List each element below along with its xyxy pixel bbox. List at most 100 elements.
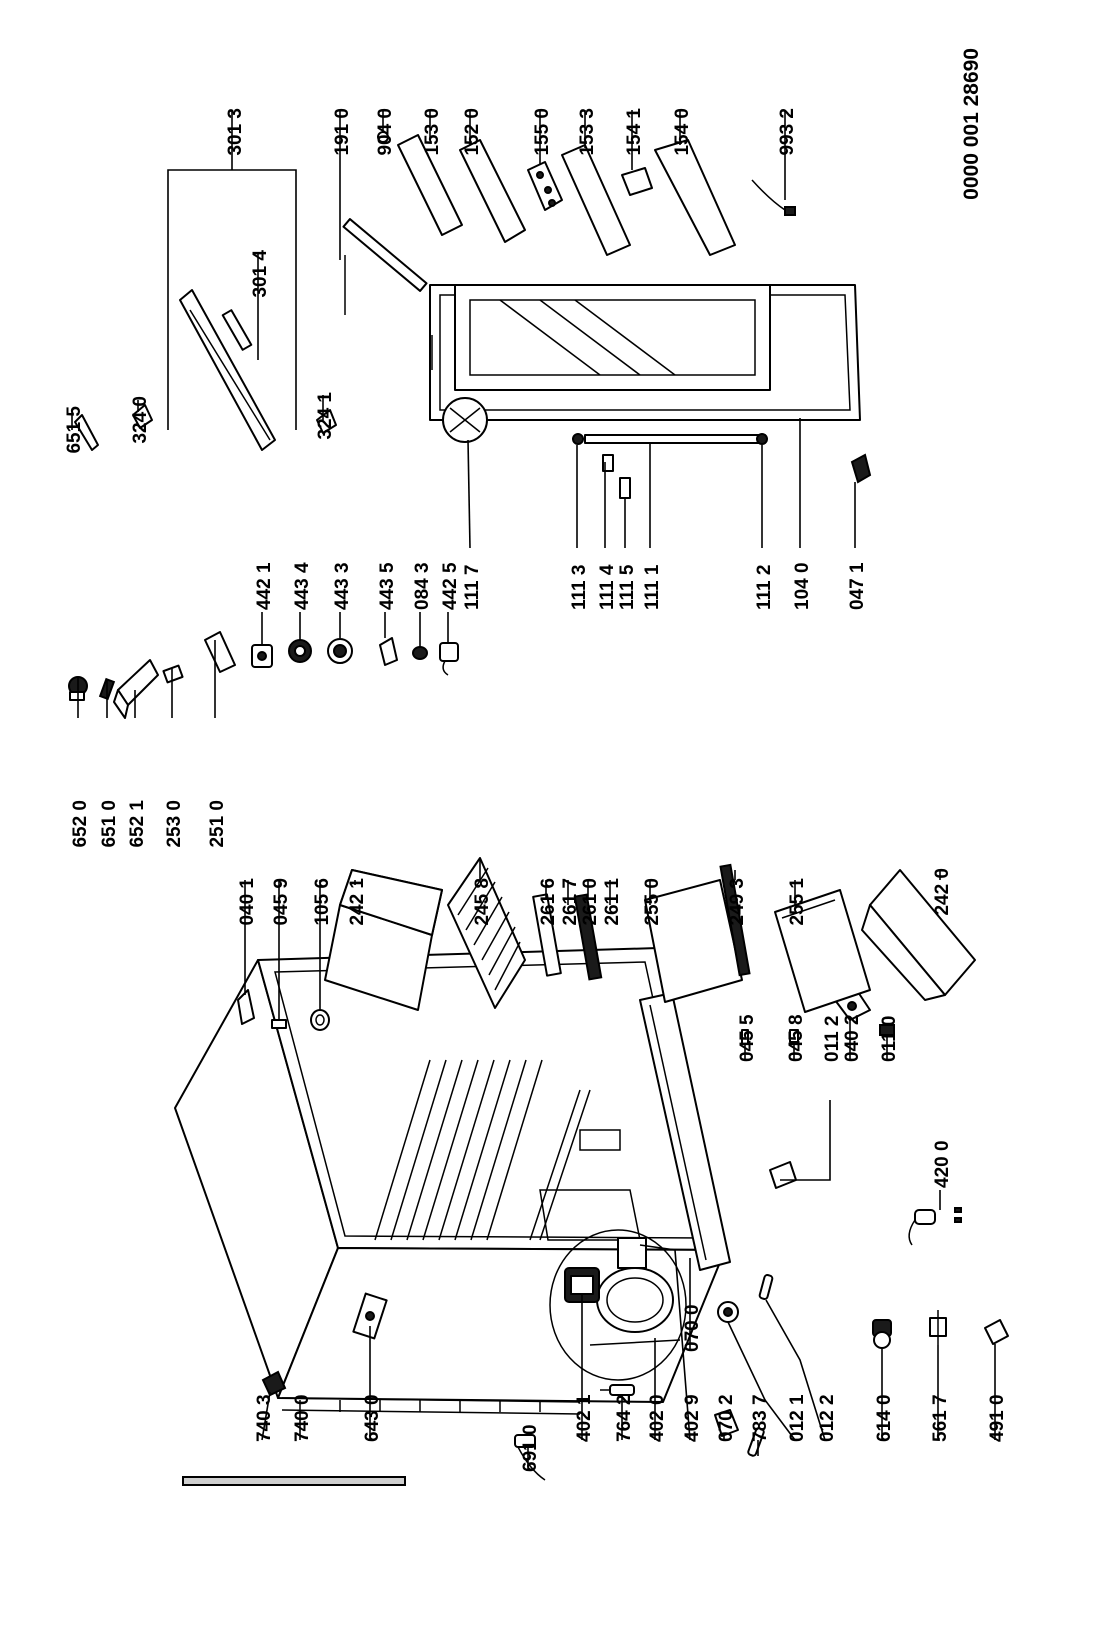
label-153-3: 153 3 xyxy=(577,108,598,156)
bin-153-0 xyxy=(397,134,463,236)
part-764-2 xyxy=(609,1384,635,1396)
part-783-7 xyxy=(747,1427,765,1457)
part-491-0 xyxy=(984,1319,1009,1345)
label-045-5: 045 5 xyxy=(737,1014,758,1062)
label-402-1: 402 1 xyxy=(574,1394,595,1442)
label-104-0: 104 0 xyxy=(792,562,813,610)
bin-154-0 xyxy=(654,139,736,256)
label-011-0: 011 0 xyxy=(879,1016,900,1063)
label-783-7: 783 7 xyxy=(750,1394,771,1442)
label-045-9: 045 9 xyxy=(271,878,292,926)
label-740-0: 740 0 xyxy=(292,1394,313,1442)
label-261-6: 261 6 xyxy=(538,878,559,926)
part-012-1 xyxy=(717,1301,739,1323)
part-443-3 xyxy=(327,638,353,664)
part-740-3 xyxy=(261,1370,287,1397)
door-gasket-191-0 xyxy=(342,218,428,292)
label-249-3: 249 3 xyxy=(727,878,748,926)
part-443-4 xyxy=(288,639,312,663)
label-402-9: 402 9 xyxy=(682,1394,703,1442)
condenser-grid xyxy=(281,1397,581,1415)
part-301-4 xyxy=(221,309,253,351)
label-261-0: 261 0 xyxy=(580,878,601,926)
label-111-7: 111 7 xyxy=(462,565,483,610)
rail-261-0 xyxy=(573,893,603,981)
label-491-0: 491 0 xyxy=(987,1394,1008,1442)
label-420-0: 420 0 xyxy=(932,1140,953,1188)
label-324-0: 324 0 xyxy=(130,396,151,444)
label-152-0: 152 0 xyxy=(462,108,483,156)
part-652-1 xyxy=(113,659,159,719)
part-012-2 xyxy=(758,1274,774,1300)
egg-tray-155-0 xyxy=(527,161,563,211)
label-111-1: 111 1 xyxy=(642,564,663,610)
control-parts xyxy=(68,631,459,719)
label-153-0: 153 0 xyxy=(422,108,443,156)
label-652-0: 652 0 xyxy=(70,800,91,848)
part-691-0 xyxy=(514,1434,546,1481)
label-040-1: 040 1 xyxy=(237,878,258,926)
label-012-1: 012 1 xyxy=(787,1394,808,1442)
part-070-2 xyxy=(714,1409,739,1437)
label-011-2: 011 2 xyxy=(822,1016,843,1063)
glass-shelf-255-0 xyxy=(644,879,743,1003)
condenser-coil xyxy=(182,1476,406,1486)
label-191-0: 191 0 xyxy=(332,108,353,156)
label-105-6: 105 6 xyxy=(312,878,333,926)
label-047-1: 047 1 xyxy=(847,562,868,610)
drawing-number: 0000 001 28690 xyxy=(960,48,983,200)
part-561-7 xyxy=(929,1310,947,1345)
label-045-8: 045 8 xyxy=(786,1014,807,1062)
part-labels: 301 3 301 4 651 5 324 0 324 1 191 0 904 … xyxy=(64,48,1008,1472)
label-443-3: 443 3 xyxy=(332,562,353,610)
part-324-1 xyxy=(316,409,337,434)
leader-lines xyxy=(71,110,996,1470)
drawer-242-0 xyxy=(861,869,976,1001)
top-housing xyxy=(74,289,337,451)
label-993-2: 993 2 xyxy=(777,108,798,156)
label-904-0: 904 0 xyxy=(375,108,396,156)
label-245-8: 245 8 xyxy=(472,878,493,926)
label-084-3: 084 3 xyxy=(412,562,433,610)
label-691-0: 691 0 xyxy=(520,1424,541,1472)
label-643-0: 643 0 xyxy=(362,1394,383,1442)
label-111-2: 111 2 xyxy=(754,565,775,610)
part-154-1 xyxy=(621,167,653,196)
label-253-0: 253 0 xyxy=(164,800,185,848)
label-740-3: 740 3 xyxy=(254,1394,275,1442)
part-993-2 xyxy=(751,179,796,216)
label-155-0: 155 0 xyxy=(532,108,553,156)
bin-152-0 xyxy=(459,139,526,243)
part-324-0 xyxy=(132,404,153,429)
compressor-detail-circle xyxy=(549,1229,687,1381)
part-253-0 xyxy=(162,664,184,684)
label-651-5: 651 5 xyxy=(64,406,85,454)
wire-shelf-245-8 xyxy=(447,857,526,1009)
center-parts xyxy=(237,857,976,1031)
part-442-5 xyxy=(439,642,459,676)
label-070-2: 070 2 xyxy=(716,1394,737,1442)
trim-249-3 xyxy=(719,863,751,977)
glass-shelf-255-1 xyxy=(774,889,871,1013)
label-242-1: 242 1 xyxy=(347,878,368,926)
label-561-7: 561 7 xyxy=(930,1394,951,1442)
label-443-5: 443 5 xyxy=(377,562,398,610)
part-084-3 xyxy=(412,646,428,660)
label-442-5: 442 5 xyxy=(440,562,461,610)
compressor xyxy=(564,1237,681,1346)
part-251-0 xyxy=(204,631,236,673)
bin-153-3 xyxy=(561,144,631,256)
label-764-2: 764 2 xyxy=(614,1394,635,1442)
label-251-0: 251 0 xyxy=(207,800,228,848)
part-420-0 xyxy=(908,1207,962,1246)
cabinet-body xyxy=(174,947,731,1486)
drawer-242-1 xyxy=(324,869,443,1011)
door-shelf-rails xyxy=(499,299,676,376)
pin-045-9 xyxy=(271,1019,287,1029)
label-443-4: 443 4 xyxy=(292,562,313,610)
label-261-7: 261 7 xyxy=(560,878,581,926)
label-402-0: 402 0 xyxy=(647,1394,668,1442)
label-301-4: 301 4 xyxy=(250,250,271,298)
